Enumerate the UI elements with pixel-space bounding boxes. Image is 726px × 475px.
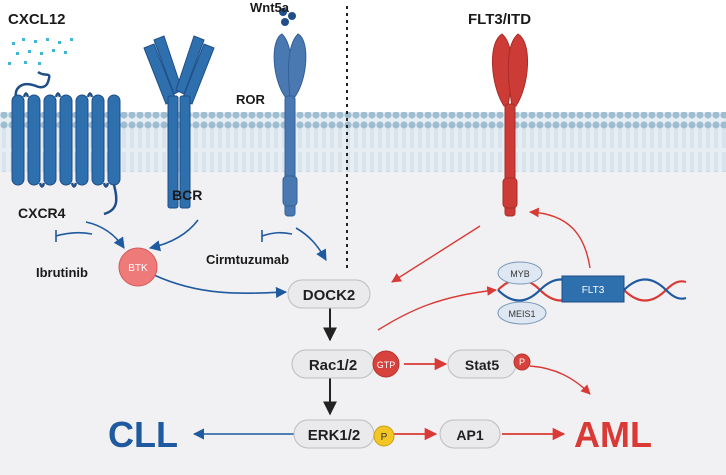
meis1-oval <box>497 301 547 325</box>
wnt5a-ligand <box>279 8 296 26</box>
stat5-phospho-badge <box>513 353 531 371</box>
ap1-node <box>439 419 501 449</box>
dock2-label: DOCK2 <box>303 287 356 304</box>
erk-label: ERK1/2 <box>308 427 361 444</box>
cirmtuzumab-label: Cirmtuzumab <box>206 252 289 267</box>
gtp-badge <box>372 350 400 378</box>
cxcl12-ligand-dots <box>8 38 73 65</box>
inhibition-marks <box>55 230 293 242</box>
lipid-bilayer <box>0 112 726 172</box>
flt3-gene-label: FLT3 <box>582 285 605 296</box>
arrow-btk-dock2 <box>153 274 288 299</box>
erk-p-label: P <box>381 432 388 443</box>
cxcr4-helices <box>11 94 121 186</box>
cxcr4-tail <box>103 184 118 216</box>
aml-label: AML <box>574 414 652 455</box>
rac-label: Rac1/2 <box>309 357 357 374</box>
myb-label: MYB <box>510 269 530 279</box>
arrow-stat5-aml <box>529 365 591 395</box>
dock2-node <box>287 279 371 309</box>
myb-oval <box>497 261 543 285</box>
cxcl12-label: CXCL12 <box>8 11 66 28</box>
inhibit-ibrutinib <box>55 231 93 237</box>
cxcr4-loops <box>22 92 110 188</box>
bcr-label: BCR <box>172 187 202 203</box>
btk-label: BTK <box>128 263 148 274</box>
arrow-bcr-btk <box>148 219 199 252</box>
arrow-ror-dock2 <box>295 227 327 261</box>
stat5-p-label: P <box>519 357 525 367</box>
flt3-itd-receptor <box>492 33 528 217</box>
ap1-label: AP1 <box>456 427 483 443</box>
flt3itd-label: FLT3/ITD <box>468 11 531 28</box>
ror-label: ROR <box>236 92 266 107</box>
flt3-gene-box <box>561 275 625 303</box>
arrow-gene-flt3 <box>529 207 591 269</box>
arrow-flt3-dock2 <box>391 225 481 283</box>
stat5-label: Stat5 <box>465 357 499 373</box>
bcr-receptor <box>143 35 215 209</box>
inhibit-cirmtuzumab <box>261 231 293 237</box>
cxcr4-receptor <box>14 70 51 99</box>
gtp-label: GTP <box>377 360 396 370</box>
meis1-label: MEIS1 <box>508 309 535 319</box>
aml-arrows <box>377 207 591 441</box>
wnt5a-label: Wnt5a <box>250 0 290 15</box>
arrow-cxcr4-btk <box>85 221 125 249</box>
arrow-dock2-myb <box>377 286 497 331</box>
cxcr4-label: CXCR4 <box>18 205 66 221</box>
erk-phospho-badge <box>373 425 395 447</box>
cll-arrows <box>85 219 327 440</box>
cll-label: CLL <box>108 414 178 455</box>
ibrutinib-label: Ibrutinib <box>36 265 88 280</box>
btk-circle <box>118 247 158 287</box>
ror-receptor <box>273 33 307 217</box>
